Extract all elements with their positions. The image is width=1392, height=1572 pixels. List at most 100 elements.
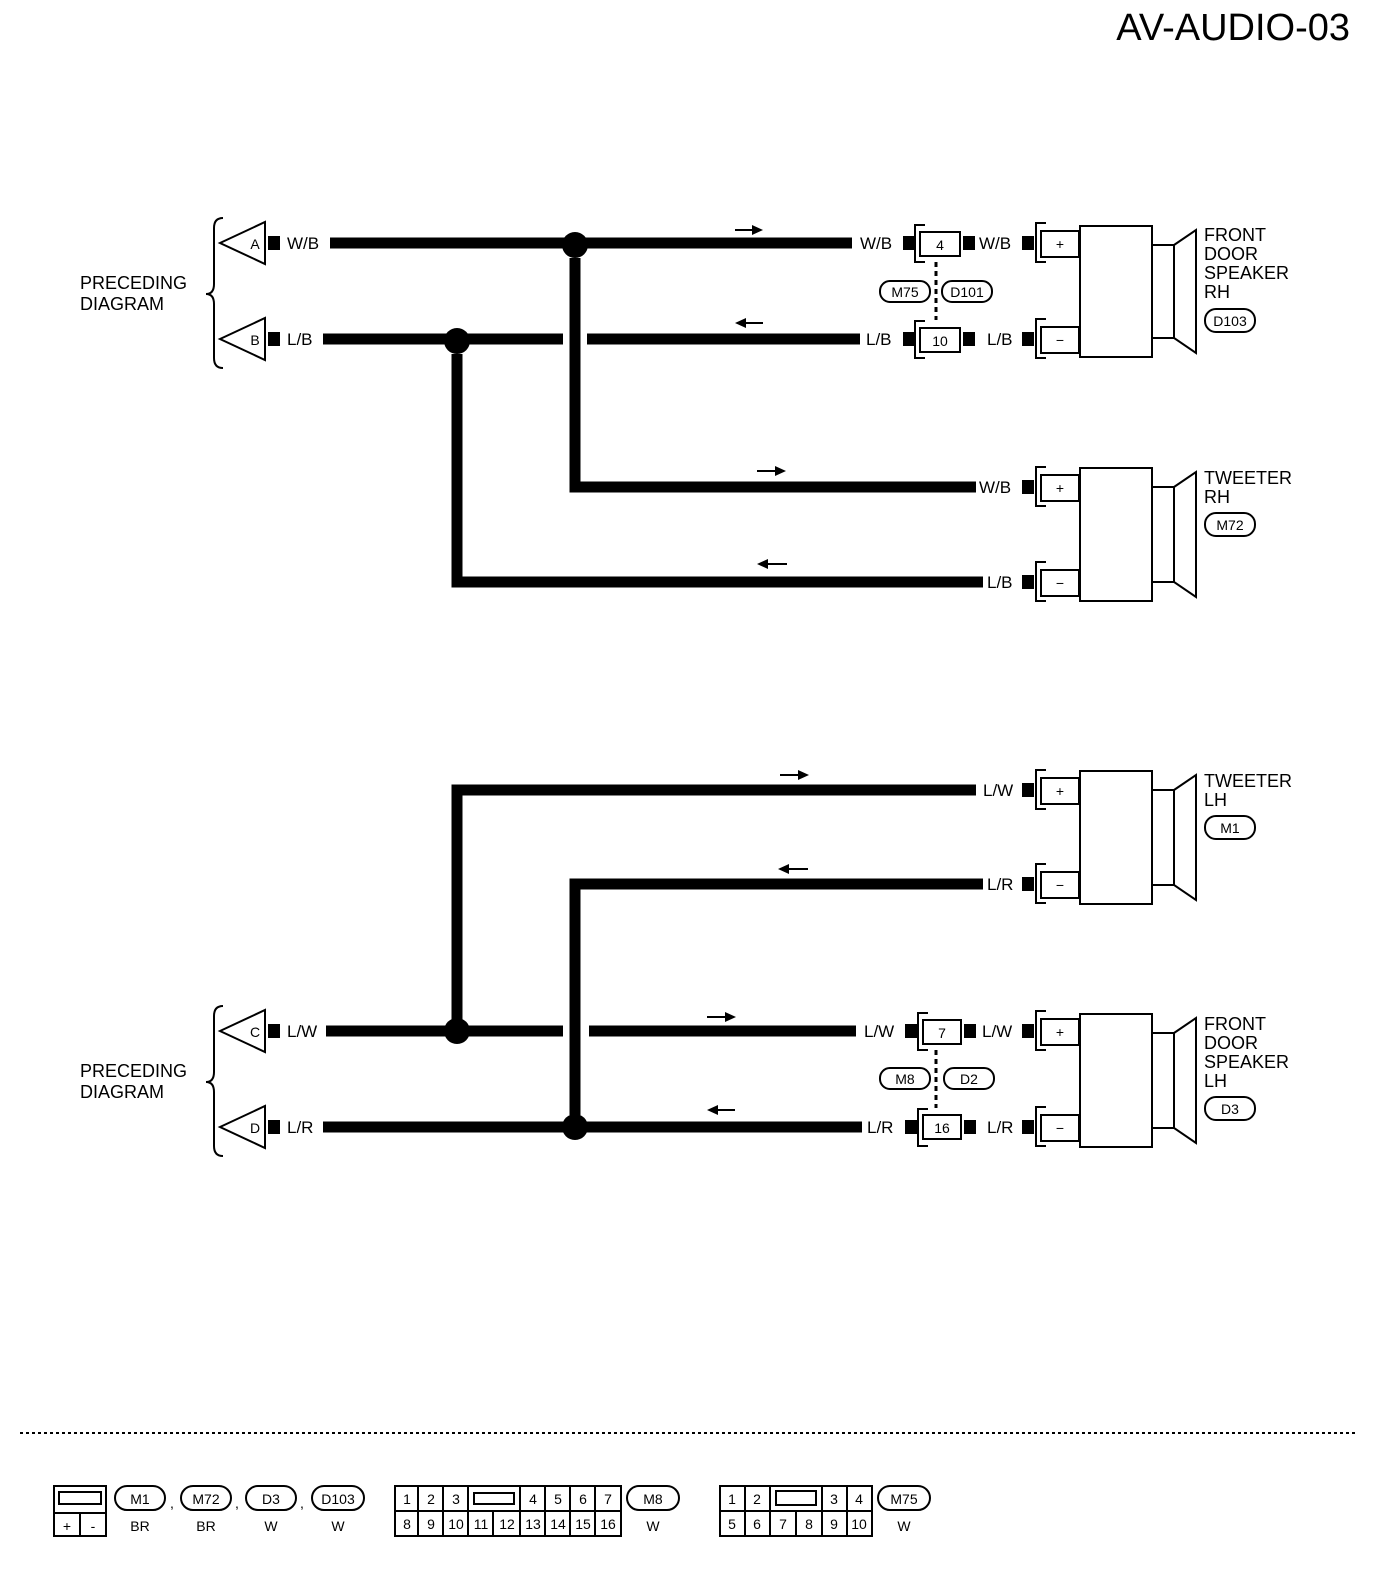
front-door-speaker-lh: + − xyxy=(1022,1010,1197,1148)
legend-color: BR xyxy=(196,1518,215,1534)
terminal-minus: − xyxy=(1056,332,1064,348)
connector-arrow-b: B xyxy=(217,316,280,362)
component-label-line: LH xyxy=(1204,790,1227,810)
component-label-line: RH xyxy=(1204,487,1230,507)
wire-label-wb-tweeter: W/B xyxy=(979,478,1011,497)
svg-text:1: 1 xyxy=(403,1491,411,1507)
component-label-line: DOOR xyxy=(1204,1033,1258,1053)
connector-arrow-d: D xyxy=(217,1104,280,1150)
svg-text:11: 11 xyxy=(474,1516,489,1532)
page-title: AV-AUDIO-03 xyxy=(1116,7,1350,49)
legend-connector-2pin: + - xyxy=(53,1485,107,1537)
svg-text:5: 5 xyxy=(728,1516,736,1532)
svg-text:7: 7 xyxy=(604,1491,612,1507)
junction-pin-7 xyxy=(922,1019,962,1045)
terminal-minus: − xyxy=(1056,877,1064,893)
connector-id-m72 xyxy=(1204,512,1256,537)
wire-label-a: W/B xyxy=(287,234,319,253)
component-label-line: FRONT xyxy=(1204,225,1266,245)
svg-text:D103: D103 xyxy=(321,1491,355,1507)
wire-label-lb-in: L/B xyxy=(866,330,892,349)
wire-label-lr-out: L/R xyxy=(987,1118,1013,1137)
terminal-plus: + xyxy=(1056,783,1064,799)
preceding-label-bottom-2: DIAGRAM xyxy=(80,1082,164,1102)
connector-b-label: B xyxy=(250,332,259,348)
legend-id-m72 xyxy=(180,1485,232,1511)
legend-connector-16pin: 1 2 3 4 5 6 7 8 9 10 11 12 13 14 15 16 xyxy=(394,1485,622,1537)
wire-label-lb-out: L/B xyxy=(987,330,1013,349)
direction-arrow-left xyxy=(735,318,763,328)
splice-dot-wb xyxy=(562,232,588,258)
wire-label-lr-tweeter: L/R xyxy=(987,875,1013,894)
wire-label-lw-tweeter: L/W xyxy=(983,781,1013,800)
svg-text:M72: M72 xyxy=(192,1491,219,1507)
svg-text:10: 10 xyxy=(932,333,948,349)
connector-bracket xyxy=(914,320,925,359)
connector-bracket xyxy=(917,1108,928,1147)
svg-text:M8: M8 xyxy=(895,1071,915,1087)
component-label-line: FRONT xyxy=(1204,1014,1266,1034)
svg-text:9: 9 xyxy=(427,1516,435,1532)
svg-text:12: 12 xyxy=(499,1516,515,1532)
preceding-label-bottom-1: PRECEDING xyxy=(80,1061,187,1081)
junction-pin-16 xyxy=(922,1114,962,1140)
terminal-minus: − xyxy=(1056,1120,1064,1136)
splice-dot-lw xyxy=(444,1018,470,1044)
connector-id-d101 xyxy=(941,280,993,303)
legend-id-m75 xyxy=(877,1485,931,1511)
terminal-plus: + xyxy=(1056,1024,1064,1040)
svg-text:3: 3 xyxy=(830,1491,838,1507)
svg-text:4: 4 xyxy=(936,237,944,253)
splice-dot-lb xyxy=(444,328,470,354)
connector-id-d3 xyxy=(1204,1096,1256,1121)
wire-label-lb-tweeter: L/B xyxy=(987,573,1013,592)
wire-label-b: L/B xyxy=(287,330,313,349)
legend-color: W xyxy=(264,1518,278,1534)
legend-id-d103 xyxy=(311,1485,365,1511)
tweeter-rh: + − xyxy=(1022,466,1197,602)
preceding-brace-bottom xyxy=(205,1005,224,1157)
pin-stub xyxy=(963,236,975,250)
wire-wb-tweeter xyxy=(569,258,976,493)
svg-text:14: 14 xyxy=(550,1516,566,1532)
direction-arrow-left xyxy=(757,559,787,569)
preceding-brace-top xyxy=(205,217,224,369)
junction-pin-4 xyxy=(919,231,961,257)
svg-text:2: 2 xyxy=(753,1491,761,1507)
svg-text:9: 9 xyxy=(830,1516,838,1532)
svg-text:M75: M75 xyxy=(890,1491,917,1507)
connector-a-label: A xyxy=(250,236,260,252)
component-label-line: LH xyxy=(1204,1071,1227,1091)
front-door-speaker-rh: + − xyxy=(1022,222,1197,359)
svg-text:6: 6 xyxy=(753,1516,761,1532)
connector-d-label: D xyxy=(250,1120,260,1136)
junction-pin-10 xyxy=(919,327,961,353)
component-label-line: TWEETER xyxy=(1204,468,1292,488)
terminal-plus: + xyxy=(1056,236,1064,252)
wire-label-lw-out: L/W xyxy=(982,1022,1012,1041)
connector-id-m8 xyxy=(879,1067,931,1090)
pin-stub xyxy=(903,236,915,250)
pin-stub xyxy=(905,1120,917,1134)
svg-text:D103: D103 xyxy=(1213,313,1247,329)
wire-lw-tweeter xyxy=(451,784,976,1020)
svg-text:7: 7 xyxy=(779,1516,787,1532)
wire-lb-tweeter xyxy=(451,354,983,588)
component-label-line: RH xyxy=(1204,282,1230,302)
svg-text:M72: M72 xyxy=(1216,517,1243,533)
connector-id-d103 xyxy=(1204,308,1256,333)
svg-text:10: 10 xyxy=(448,1516,464,1532)
splice-dot-lr xyxy=(562,1114,588,1140)
legend-color: BR xyxy=(130,1518,149,1534)
svg-text:D101: D101 xyxy=(950,284,984,300)
svg-text:D3: D3 xyxy=(1221,1101,1239,1117)
legend-id-m8 xyxy=(626,1485,680,1511)
wire-label-lr-in: L/R xyxy=(867,1118,893,1137)
direction-arrow-right xyxy=(735,225,763,235)
pin-stub xyxy=(964,1120,976,1134)
legend-separator: , xyxy=(300,1495,304,1511)
svg-text:D2: D2 xyxy=(960,1071,978,1087)
svg-text:16: 16 xyxy=(600,1516,616,1532)
direction-arrow-right xyxy=(780,770,809,780)
